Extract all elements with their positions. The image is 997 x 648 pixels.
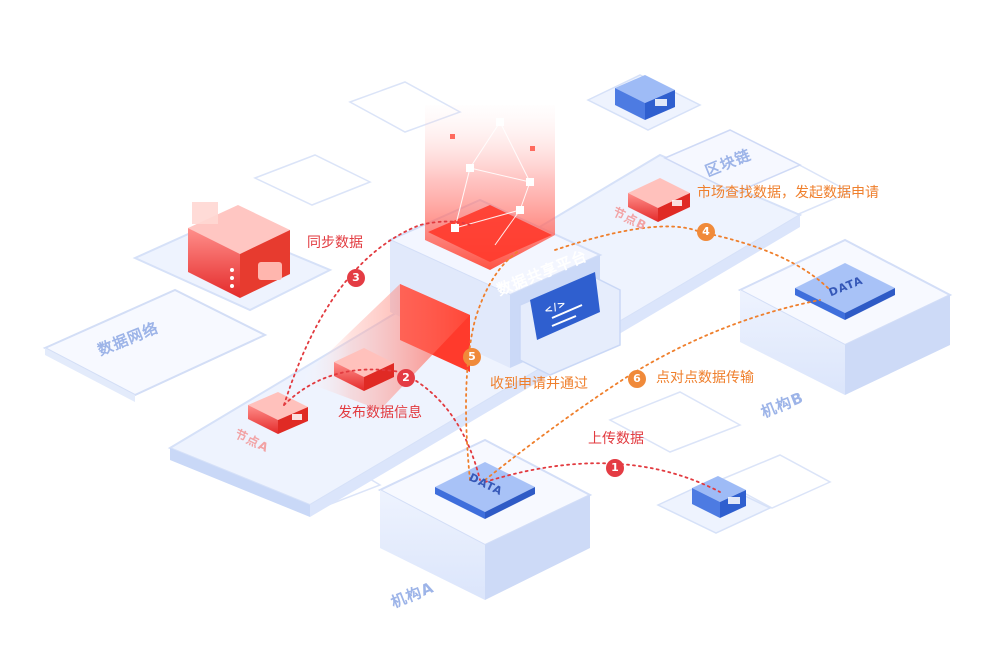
storage-cube [656, 476, 772, 534]
step-4-badge: 4 [697, 223, 715, 241]
step-3-label: 同步数据 [307, 235, 363, 251]
terminal-kiosk [519, 272, 621, 376]
step-4-label: 市场查找数据，发起数据申请 [697, 185, 879, 201]
step-6-badge: 6 [628, 370, 646, 388]
step-5-badge: 5 [463, 348, 481, 366]
data-network-slab [42, 288, 268, 402]
org-a-platform [377, 438, 593, 600]
node-b-box [628, 178, 690, 222]
node-a-box [248, 392, 308, 434]
step-6-label: 点对点数据传输 [656, 370, 754, 386]
red-building [132, 202, 333, 312]
step-3-badge: 3 [347, 269, 365, 287]
step-2-label: 发布数据信息 [338, 405, 422, 421]
step-1-badge: 1 [606, 459, 624, 477]
org-b-platform [737, 238, 953, 395]
step-5-label: 收到申请并通过 [490, 376, 588, 392]
blockchain-cube [586, 74, 702, 131]
step-1-label: 上传数据 [588, 431, 644, 447]
step-2-badge: 2 [397, 369, 415, 387]
